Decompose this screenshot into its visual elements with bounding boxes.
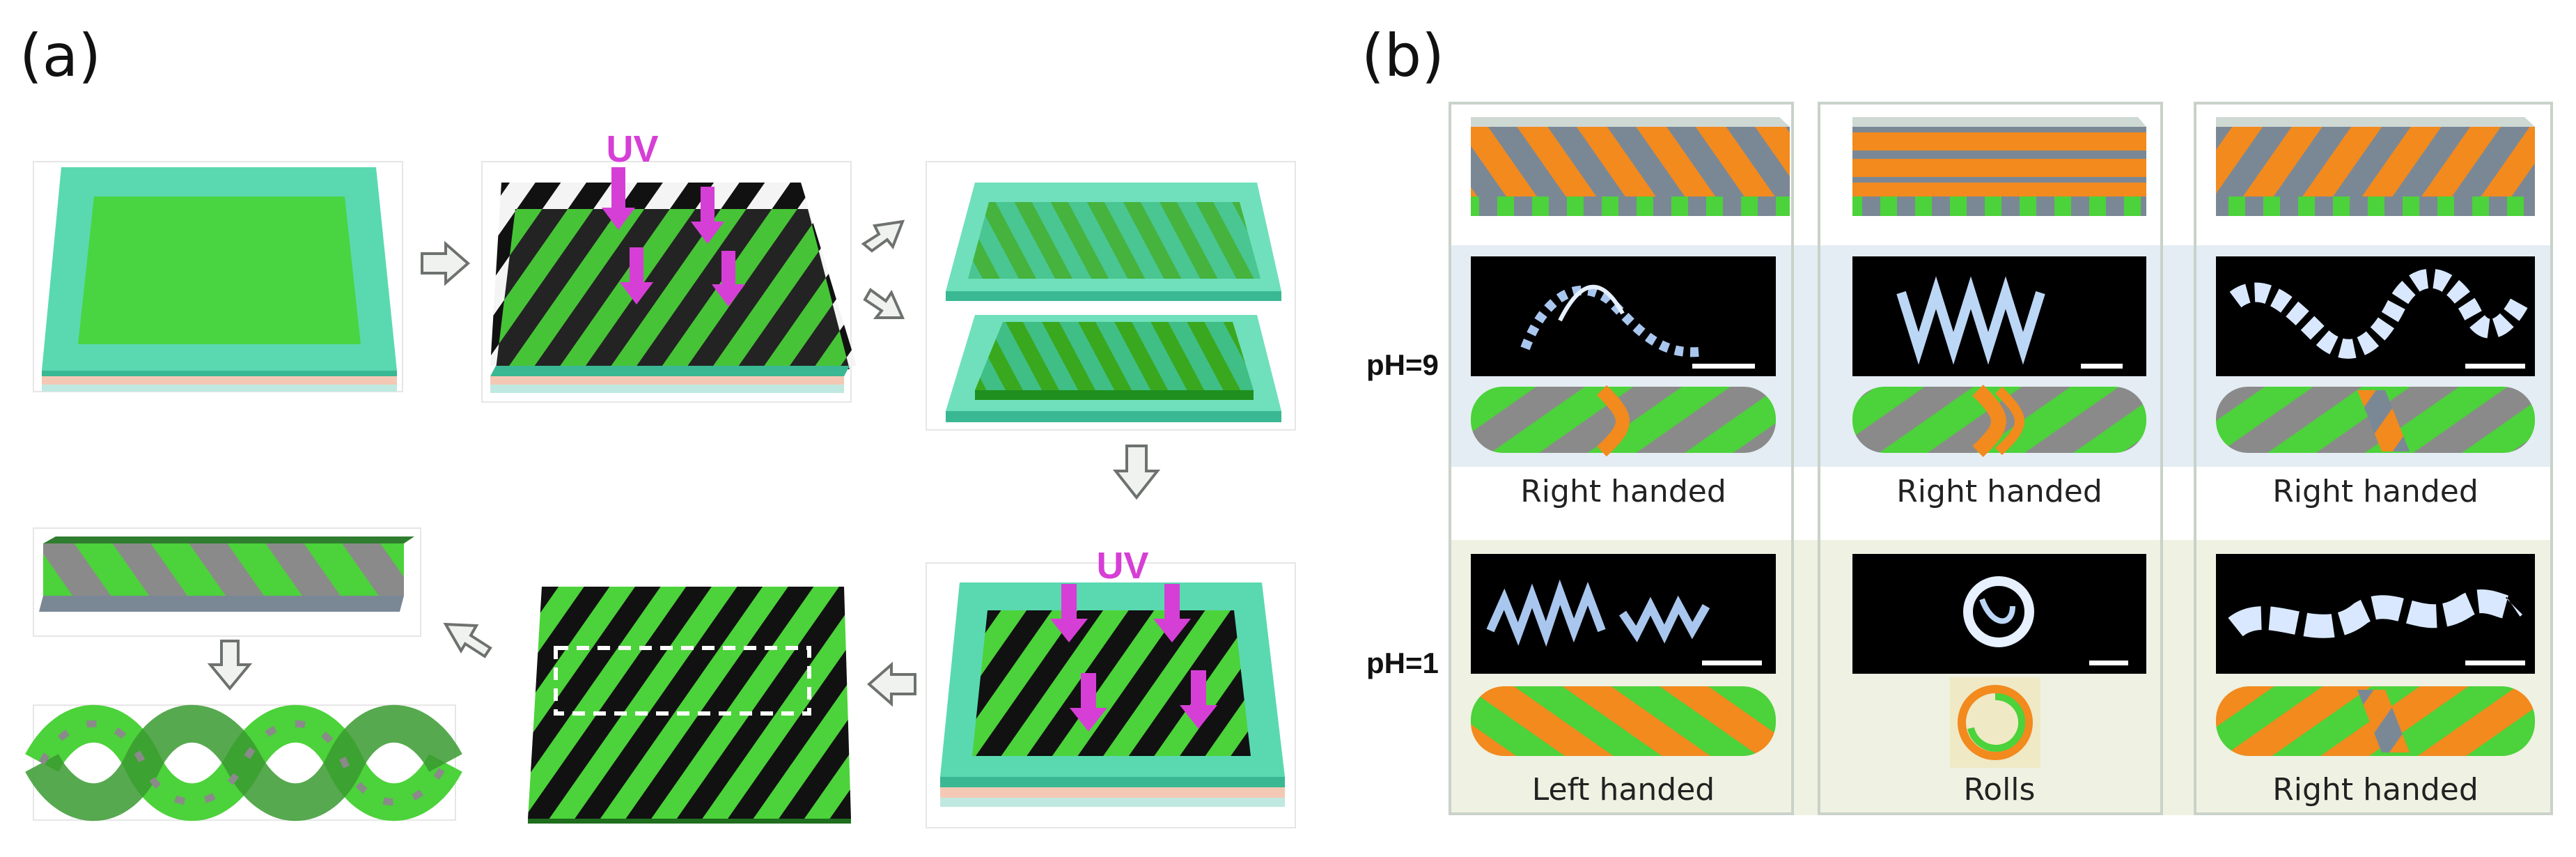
bilayer-block-3 bbox=[2216, 117, 2535, 216]
column-2-ph1-label: Rolls bbox=[1963, 772, 2036, 808]
helix-model-ph1-1 bbox=[1471, 686, 1776, 756]
step4-second-uv bbox=[926, 562, 1296, 828]
micrograph-ph9-3 bbox=[2216, 256, 2535, 376]
uv-arrows-step2: UV bbox=[602, 128, 745, 307]
column-3-ph1-label: Right handed bbox=[2272, 772, 2479, 808]
micrograph-ph1-2 bbox=[1852, 554, 2146, 674]
column-1-ph9-label: Right handed bbox=[1520, 474, 1726, 509]
column-3-ph9-label: Right handed bbox=[2272, 474, 2479, 509]
arrow-down-right bbox=[863, 288, 905, 319]
uv-label-2: UV bbox=[1096, 545, 1148, 587]
cut-outline bbox=[554, 646, 811, 716]
panel-a-letter: (a) bbox=[19, 22, 102, 90]
column-3-frame bbox=[2194, 102, 2553, 815]
helix-model-ph9-1 bbox=[1471, 385, 1776, 457]
step6-ribbon-strip bbox=[33, 527, 421, 637]
helix-model-ph9-3 bbox=[2216, 387, 2535, 453]
arrow-up-right bbox=[861, 219, 905, 253]
arrow-right-1 bbox=[421, 240, 471, 286]
column-1-ph1-label: Left handed bbox=[1531, 772, 1715, 808]
arrow-down bbox=[1112, 445, 1161, 500]
micrograph-ph9-2 bbox=[1852, 256, 2146, 376]
column-2-ph9-label: Right handed bbox=[1896, 474, 2102, 509]
panel-b-letter: (b) bbox=[1361, 22, 1444, 90]
micrograph-ph1-1 bbox=[1471, 554, 1776, 674]
column-1-frame bbox=[1449, 102, 1794, 815]
process-arrows bbox=[207, 219, 1161, 707]
roll-model-ph1-2 bbox=[1950, 677, 2040, 768]
micrograph-ph9-1 bbox=[1471, 256, 1776, 376]
helix-model-ph1-3 bbox=[2216, 686, 2535, 756]
step1-substrate-film bbox=[33, 161, 403, 392]
uv-arrows-step4: UV bbox=[1050, 545, 1217, 732]
ph-label-low: pH=1 bbox=[1366, 647, 1439, 679]
arrow-down-small bbox=[207, 640, 253, 691]
step7-twisted-helix bbox=[25, 704, 462, 821]
panel-b bbox=[1449, 102, 2553, 815]
column-2-frame bbox=[1818, 102, 2163, 815]
arrow-left-upper bbox=[443, 622, 492, 658]
helix-model-ph9-2 bbox=[1852, 385, 2146, 457]
bilayer-block-2 bbox=[1852, 117, 2146, 216]
panel-a: UV UV bbox=[25, 128, 1296, 828]
step5-cut-region bbox=[528, 587, 851, 824]
step2-uv-mask bbox=[481, 161, 857, 403]
step3-layer-separation bbox=[926, 161, 1296, 431]
arrow-left-1 bbox=[866, 661, 916, 707]
uv-label-1: UV bbox=[606, 128, 658, 170]
ph-label-high: pH=9 bbox=[1366, 348, 1439, 381]
bilayer-block-1 bbox=[1471, 117, 1790, 216]
micrograph-ph1-3 bbox=[2216, 554, 2535, 674]
